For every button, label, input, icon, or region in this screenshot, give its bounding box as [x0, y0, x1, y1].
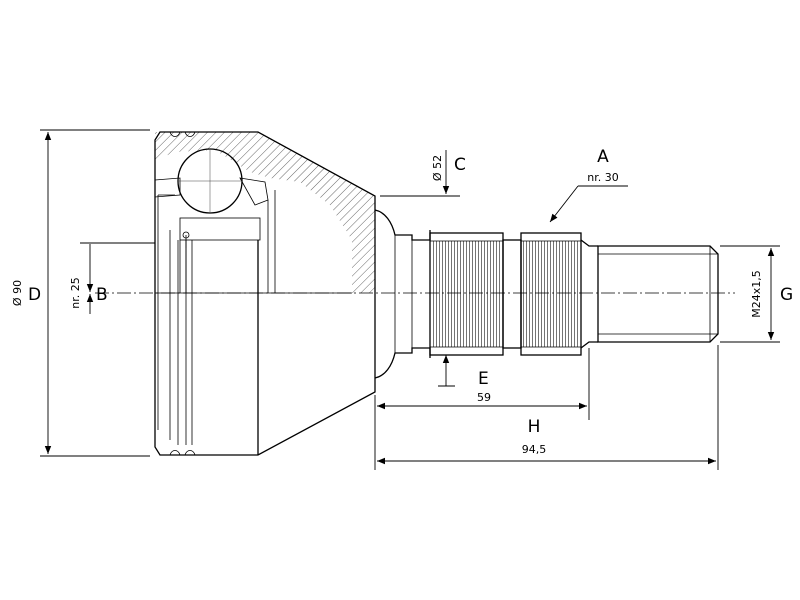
dim-D: [40, 129, 150, 457]
dim-C-letter: C: [454, 155, 466, 175]
leader-A-letter: A: [597, 147, 609, 167]
dim-B: [80, 242, 155, 314]
dim-C-value: Ø 52: [431, 155, 444, 181]
dim-D-value: Ø 90: [11, 280, 24, 306]
spline-groove: [502, 239, 522, 349]
dim-H-value: 94,5: [522, 443, 547, 456]
housing-outline: [154, 131, 376, 456]
leader-A: [549, 185, 628, 223]
dim-E-value: 59: [477, 391, 491, 404]
leader-A-value: nr. 30: [587, 171, 618, 184]
dim-G-value: M24x1,5: [750, 270, 763, 318]
dim-59: [374, 348, 590, 420]
dim-H: [374, 345, 719, 470]
stem: [374, 209, 431, 379]
dim-G-letter: G: [780, 285, 793, 305]
dim-B-letter: B: [96, 285, 108, 305]
dim-E: [438, 355, 455, 387]
threaded-end: [597, 245, 719, 343]
housing-section-hatch: [155, 132, 375, 293]
spline-section-2: [520, 232, 598, 356]
dim-G: [720, 245, 780, 343]
dim-B-value: nr. 25: [69, 277, 82, 308]
dim-C: [380, 150, 460, 197]
spline-section-1: [429, 232, 504, 356]
dim-D-letter: D: [28, 285, 41, 305]
bell-housing: [154, 131, 376, 456]
dim-E-letter: E: [478, 369, 489, 389]
ball-cage-section: [154, 148, 269, 293]
dim-H-letter: H: [528, 417, 541, 437]
